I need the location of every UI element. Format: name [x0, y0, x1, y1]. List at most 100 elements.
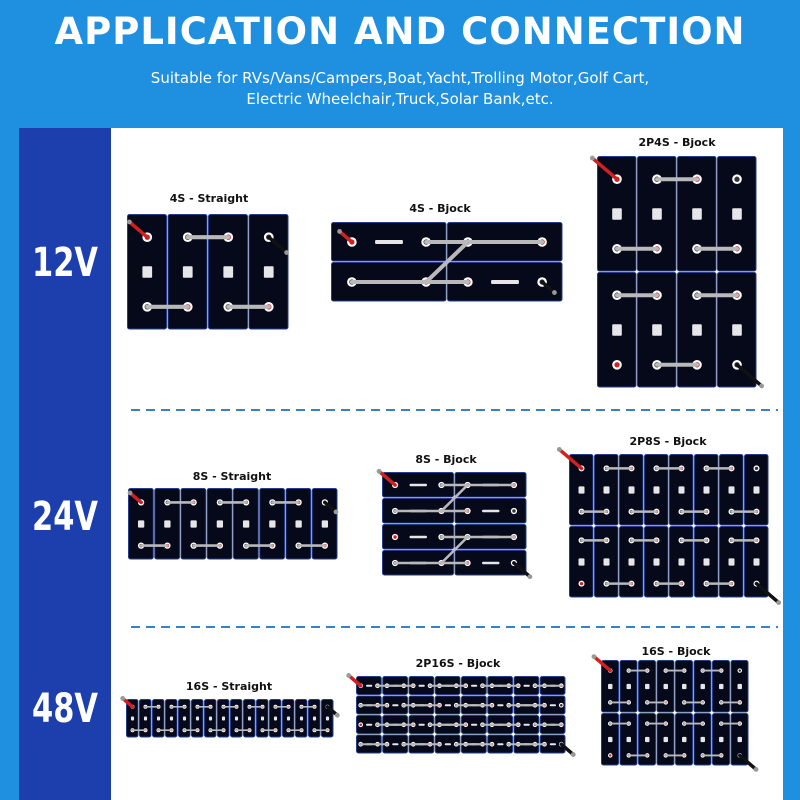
cable-lug: [334, 712, 340, 718]
battery-cell: [539, 695, 566, 715]
battery-cell: [677, 156, 717, 272]
battery-bank: [556, 446, 782, 606]
vent-cap: [608, 683, 613, 690]
negative-cable: [540, 280, 557, 295]
cable-lug: [337, 229, 342, 234]
vent-cap: [142, 266, 153, 278]
subtitle-line-2: Electric Wheelchair,Truck,Solar Bank,etc…: [246, 90, 554, 108]
vent-cap: [732, 324, 742, 336]
busbar: [440, 483, 469, 513]
subtitle: Suitable for RVs/Vans/Campers,Boat,Yacht…: [0, 68, 800, 110]
config-2p4s-bjock: 2P4S - Bjock: [589, 136, 765, 389]
vent-cap: [603, 558, 610, 566]
vent-cap: [700, 683, 705, 690]
battery-cell: [256, 699, 269, 738]
vent-cap: [470, 684, 478, 687]
battery-cell: [308, 699, 321, 738]
vent-cap: [169, 716, 174, 721]
config-2p16s-bjock: 2P16S - Bjock: [346, 657, 576, 757]
vent-cap: [223, 266, 234, 278]
vent-cap: [603, 486, 610, 494]
battery-cell: [204, 699, 217, 738]
battery-cell: [669, 526, 694, 598]
minus-icon: [559, 703, 563, 707]
config-16s-bjock: 16S - Bjock: [591, 645, 759, 772]
vent-cap: [299, 716, 304, 721]
vent-cap: [470, 723, 478, 726]
config-label: 8S - Bjock: [415, 453, 477, 466]
battery-cell: [594, 454, 619, 526]
battery-cell: [331, 222, 447, 262]
battery-cell: [717, 156, 757, 272]
battery-cell: [165, 699, 178, 738]
vent-cap: [645, 736, 650, 743]
battery-cell: [719, 454, 744, 526]
vent-cap: [497, 704, 504, 707]
vent-cap: [626, 736, 631, 743]
voltage-label-48v: 48V: [32, 686, 98, 732]
battery-cell: [656, 660, 675, 713]
vent-cap: [247, 716, 252, 721]
vent-cap: [273, 716, 278, 721]
battery-cell: [619, 660, 638, 713]
minus-icon: [754, 466, 759, 471]
positive-cable: [590, 156, 619, 181]
vent-cap: [549, 743, 557, 746]
battery-cell: [693, 660, 712, 713]
vent-cap: [164, 520, 171, 528]
battery-cell: [311, 488, 338, 560]
battery-cell: [712, 660, 730, 713]
battery-cell: [644, 526, 669, 598]
battery-cell: [712, 713, 730, 766]
battery-cell: [669, 454, 694, 526]
vent-cap: [418, 684, 425, 687]
battery-cell: [152, 699, 165, 738]
battery-cell: [295, 699, 308, 738]
negative-cable: [754, 581, 781, 605]
vent-cap: [375, 240, 403, 244]
vent-cap: [365, 684, 373, 687]
vent-cap: [260, 716, 265, 721]
vent-cap: [703, 486, 710, 494]
positive-cable: [377, 469, 397, 487]
vent-cap: [482, 509, 500, 513]
battery-cell: [233, 488, 259, 560]
vent-cap: [652, 324, 662, 336]
battery-cell: [128, 488, 154, 560]
battery-cell: [569, 454, 594, 526]
vent-cap: [286, 716, 291, 721]
vent-cap: [728, 486, 735, 494]
vent-cap: [612, 208, 622, 220]
negative-cable: [267, 235, 289, 255]
cable-lug: [589, 155, 595, 161]
plus-icon: [359, 723, 363, 727]
vent-cap: [628, 558, 635, 566]
minus-icon: [512, 509, 516, 513]
battery-bank: [127, 488, 339, 560]
cable-lug: [527, 574, 533, 580]
vent-cap: [578, 486, 585, 494]
battery-cell: [719, 526, 744, 598]
cable-lug: [126, 219, 132, 225]
plus-icon: [614, 362, 620, 368]
vent-cap: [645, 683, 650, 690]
vent-cap: [365, 723, 373, 726]
battery-cell: [167, 214, 208, 330]
battery-cell: [127, 214, 167, 330]
vent-cap: [732, 208, 742, 220]
vent-cap: [682, 683, 687, 690]
battery-cell: [191, 699, 204, 738]
vent-cap: [491, 280, 519, 284]
battery-cell: [206, 488, 233, 560]
vent-cap: [182, 716, 187, 721]
cable-lug: [759, 383, 765, 389]
battery-cell: [248, 214, 289, 330]
battery-cell: [637, 156, 677, 272]
battery-cell: [154, 488, 180, 560]
battery-cell: [656, 713, 675, 766]
vent-cap: [753, 558, 760, 566]
vent-cap: [549, 704, 557, 707]
vent-cap: [221, 716, 226, 721]
negative-cable: [559, 742, 576, 757]
cable-lug: [127, 490, 133, 496]
